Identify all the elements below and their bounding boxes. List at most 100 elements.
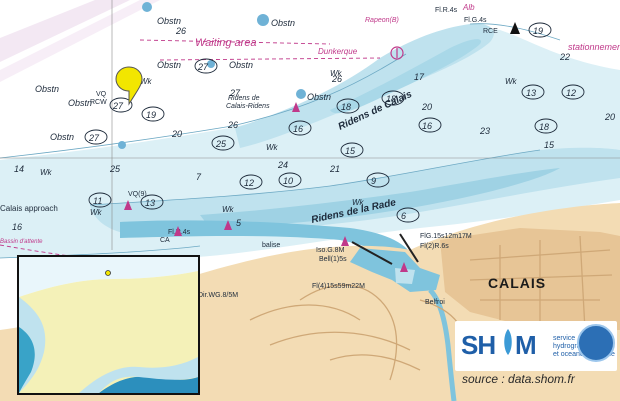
dunkerque-label: Dunkerque	[318, 47, 358, 56]
logo-text-right: M	[515, 330, 537, 360]
sounding: 13	[526, 88, 536, 98]
bassin-label: Bassin d'attente	[0, 239, 43, 245]
seal-icon	[577, 324, 615, 362]
dredged-channel	[120, 220, 410, 262]
light-label-ca: CA	[160, 237, 170, 244]
sounding: 18	[539, 122, 549, 132]
sounding: 13	[145, 198, 155, 208]
obstn-label: Obstn	[229, 60, 253, 70]
port-basin	[350, 248, 440, 292]
sounding: 22	[559, 52, 570, 62]
sounding: 25	[109, 164, 121, 174]
sounding: 27	[112, 101, 124, 111]
traffic-lane	[0, 0, 130, 62]
light-label-dirwg: Dir.WG.8/5M	[198, 292, 238, 299]
rapeon-label: Rapeon(B)	[365, 17, 399, 24]
sounding: 16	[293, 124, 303, 134]
logo-tagline-line: service	[553, 335, 576, 342]
sounding: 19	[146, 110, 156, 120]
sounding: 26	[331, 74, 342, 84]
light-label-fl4: Fl(4)15s59m22M	[312, 283, 365, 290]
obstn-label: Obstn	[307, 92, 331, 102]
sounding: 27	[88, 133, 100, 143]
sounding: 26	[175, 26, 186, 36]
sounding: 11	[93, 196, 102, 206]
obstn-label: Obstn	[35, 84, 59, 94]
sounding: 20	[421, 102, 432, 112]
buoy-symbols	[124, 22, 520, 272]
sounding: 12	[566, 88, 576, 98]
waiting-area-label: Waiting area	[195, 37, 257, 49]
sounding: 24	[277, 160, 288, 170]
logo-wave-icon	[504, 329, 512, 355]
light-label-rcw: RCW	[90, 99, 107, 106]
sounding: 25	[215, 139, 227, 149]
light-label-rce: RCE	[483, 28, 498, 35]
wreck-label: Wk	[140, 77, 153, 86]
depth-soundings: 27 26 27 19 27 27 26 20 25 16 18 18 26 1…	[12, 26, 615, 232]
sounding: 23	[479, 126, 490, 136]
sounding: 15	[345, 146, 356, 156]
inset-sea-south	[79, 357, 198, 393]
inset-land	[19, 271, 198, 393]
traffic-lane-2	[0, 0, 160, 82]
sounding: 6	[401, 211, 406, 221]
west-jetty	[351, 241, 393, 265]
depth-circles	[84, 22, 585, 223]
light-label-bell: Bell(1)5s	[319, 256, 347, 263]
ridens-de-calais-bank	[235, 23, 494, 149]
light-label-flg4s: Fl.G.4s	[464, 17, 487, 24]
light-label-flq: FlG.15s12m17M	[420, 233, 472, 240]
sounding: 27	[197, 62, 209, 72]
ridens-label: Ridens de	[228, 95, 260, 102]
stationnement-label: stationnement	[568, 42, 620, 52]
wreck-label: Wk	[40, 168, 53, 177]
balise-label: balise	[262, 242, 280, 249]
sounding: 17	[414, 72, 425, 82]
obstn-label: Obstn	[50, 132, 74, 142]
inset-sea-shallow	[19, 257, 198, 297]
sounding: 18	[386, 94, 396, 104]
town-label-calais: CALAIS	[488, 275, 546, 291]
calais-approach-label: Calais approach	[0, 204, 58, 213]
alb-label: Alb	[462, 3, 475, 12]
canal	[428, 288, 457, 401]
light-label-flside: Fl(2)R.6s	[420, 243, 449, 250]
calais-ridens-label: Calais-Ridens	[226, 103, 270, 110]
sounding: 26	[227, 120, 238, 130]
sounding: 9	[371, 176, 376, 186]
wreck-label: Wk	[352, 198, 365, 207]
obstn-label: Obstn	[157, 60, 181, 70]
light-label-vq9: VQ(9)	[128, 191, 147, 198]
rade-core	[200, 168, 560, 228]
sounding: 18	[341, 102, 351, 112]
wreck-label: Wk	[222, 205, 235, 214]
overview-inset-map[interactable]	[17, 255, 200, 395]
inset-deep-sea-south	[99, 376, 198, 393]
bank-core	[330, 39, 481, 114]
wreck-label: Wk	[505, 77, 518, 86]
inset-location-dot	[105, 270, 111, 276]
sounding: 10	[283, 176, 293, 186]
sounding: 20	[171, 129, 182, 139]
chart-grid	[0, 0, 620, 250]
light-label-vq: VQ	[96, 91, 107, 98]
obstn-label: Obstn	[68, 98, 92, 108]
shom-logo: SH M service hydrographique et oceanogra…	[455, 321, 617, 371]
logo-text-left: SH	[461, 330, 496, 360]
wreck-label: Wk	[330, 69, 343, 78]
dunkerque-buoy-symbol	[390, 46, 404, 60]
wreck-label: Wk	[90, 208, 103, 217]
sounding: 16	[12, 222, 22, 232]
obstn-label: Obstn	[271, 18, 295, 28]
built-up-area	[440, 228, 620, 330]
sounding: 5	[236, 218, 242, 228]
sounding: 21	[329, 164, 340, 174]
light-label-iso: Iso.G.8M	[316, 247, 345, 254]
obstn-label: Obstn	[157, 16, 181, 26]
sounding: 16	[422, 121, 432, 131]
sounding: 20	[604, 112, 615, 122]
location-pin-marker[interactable]	[115, 66, 143, 106]
sounding: 19	[533, 26, 543, 36]
